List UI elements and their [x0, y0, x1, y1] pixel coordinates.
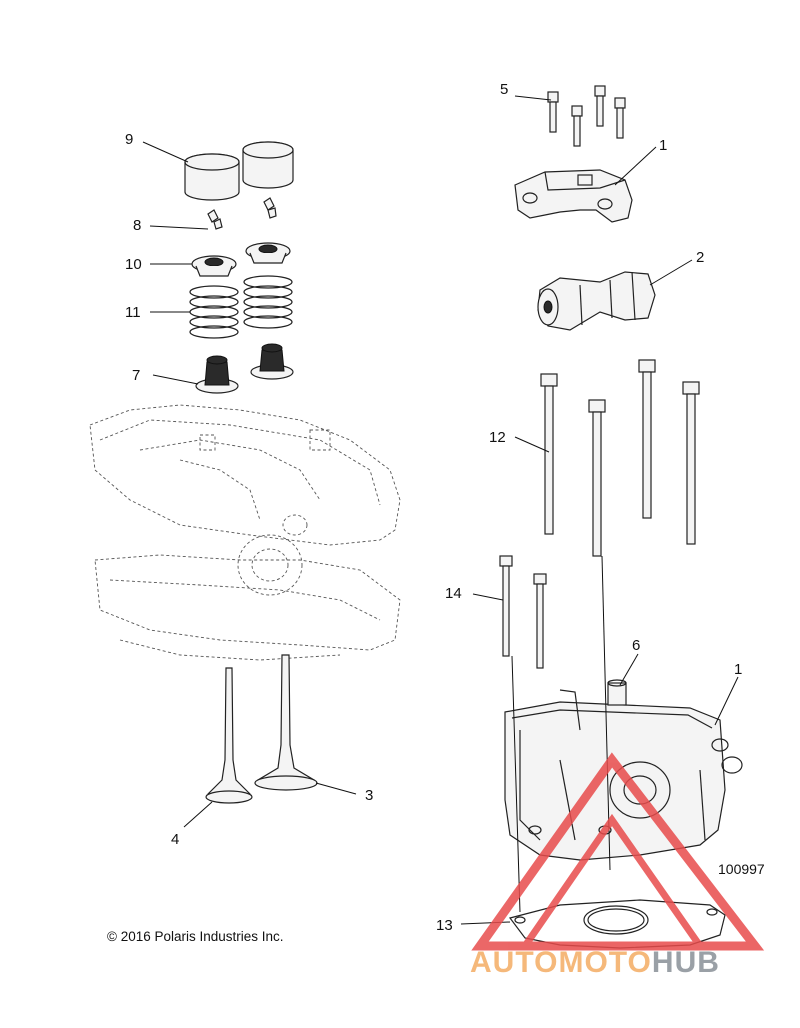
callout-labels: 9 8 10 11 7 5 1 2 12 14 6 1 3 4 13 — [125, 81, 742, 934]
valve-keepers — [207, 197, 277, 230]
callout-6: 6 — [632, 637, 640, 654]
camshaft — [537, 271, 656, 331]
leader-lines — [142, 95, 739, 925]
side-bolts — [499, 555, 547, 669]
callout-14: 14 — [445, 585, 462, 602]
valve-springs — [189, 275, 293, 339]
valves — [205, 654, 318, 804]
watermark-text: AUTOMOTOHUB — [470, 946, 720, 980]
callout-13: 13 — [436, 917, 453, 934]
callout-3: 3 — [365, 787, 373, 804]
figure-number: 100997 — [718, 861, 765, 877]
valve-stem-seals — [195, 343, 294, 394]
ghost-cylinder-head-outline — [89, 404, 401, 661]
copyright-notice: © 2016 Polaris Industries Inc. — [107, 929, 284, 944]
callout-1-top: 1 — [659, 137, 667, 154]
watermark-logo — [471, 752, 765, 951]
callout-4: 4 — [171, 831, 179, 848]
spring-retainers — [191, 242, 291, 277]
callout-7: 7 — [132, 367, 140, 384]
callout-10: 10 — [125, 256, 142, 273]
callout-12: 12 — [489, 429, 506, 446]
camshaft-cap — [514, 169, 633, 223]
tappet-buckets — [184, 141, 294, 201]
callout-5: 5 — [500, 81, 508, 98]
head-bolts — [540, 359, 700, 557]
callout-9: 9 — [125, 131, 133, 148]
watermark-text-main: AUTOMOTO — [470, 946, 652, 979]
watermark-text-accent: HUB — [651, 946, 720, 979]
callout-2: 2 — [696, 249, 704, 266]
callout-1-bottom: 1 — [734, 661, 742, 678]
callout-8: 8 — [133, 217, 141, 234]
cylinder-head — [504, 679, 743, 861]
callout-11: 11 — [125, 304, 141, 321]
small-bolts — [547, 85, 626, 147]
